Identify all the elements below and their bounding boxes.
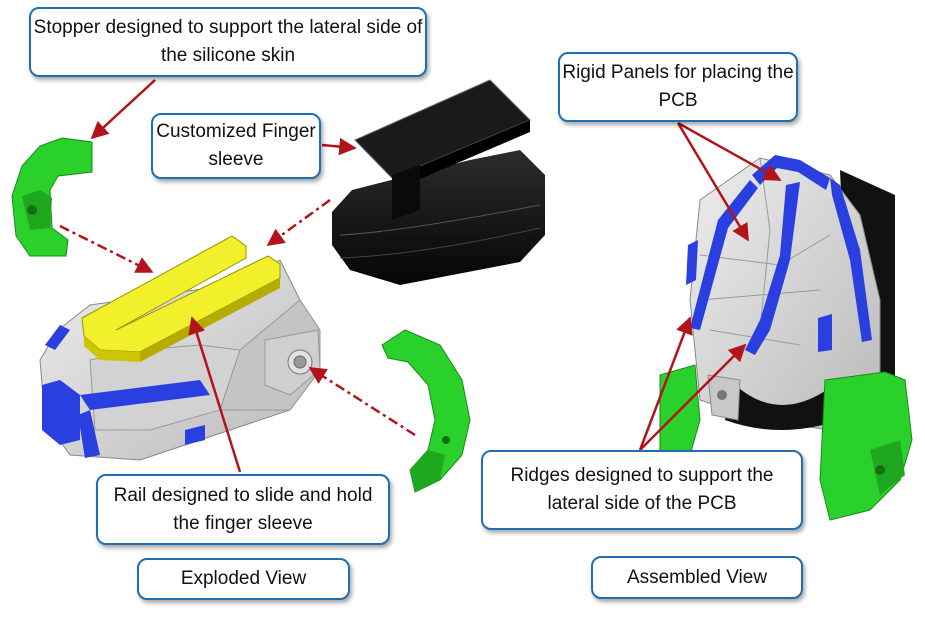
panels-arrow-1 [676, 122, 750, 242]
ridges-arrow-2 [639, 343, 747, 451]
assembled-view-label: Assembled View [591, 556, 803, 599]
stopper-callout-text: Stopper designed to support the lateral … [33, 17, 423, 66]
exploded-view-text: Exploded View [180, 568, 307, 589]
exploded-finger-sleeve [332, 79, 545, 285]
sleeve-arrow [321, 137, 357, 156]
assembled-view-text: Assembled View [626, 566, 768, 588]
rail-callout: Rail designed to slide and hold the fing… [96, 474, 390, 545]
sleeve-callout-text: Customized Finger sleeve [156, 121, 316, 170]
explode-line-right [308, 366, 416, 437]
exploded-stopper-right [381, 329, 471, 493]
stopper-arrow [90, 79, 156, 140]
exploded-stopper-left [11, 137, 93, 257]
rail-callout-text: Rail designed to slide and hold the fing… [113, 484, 373, 534]
panels-callout-text: Rigid Panels for placing the PCB [562, 62, 794, 111]
exploded-rail [81, 235, 281, 362]
stopper-callout: Stopper designed to support the lateral … [29, 7, 427, 77]
ridges-callout-text: Ridges designed to support the lateral s… [510, 465, 774, 514]
panels-callout: Rigid Panels for placing the PCB [558, 52, 798, 122]
rail-arrow [188, 316, 242, 473]
panels-arrow-2 [677, 121, 782, 182]
sleeve-callout: Customized Finger sleeve [151, 113, 321, 179]
exploded-view-label: Exploded View [137, 558, 350, 600]
ridges-callout: Ridges designed to support the lateral s… [481, 450, 803, 530]
exploded-body [39, 259, 321, 461]
explode-line-sleeve [266, 198, 331, 247]
explode-line-left [59, 224, 154, 274]
ridges-arrow-1 [638, 316, 693, 451]
callout-arrows [59, 79, 782, 473]
